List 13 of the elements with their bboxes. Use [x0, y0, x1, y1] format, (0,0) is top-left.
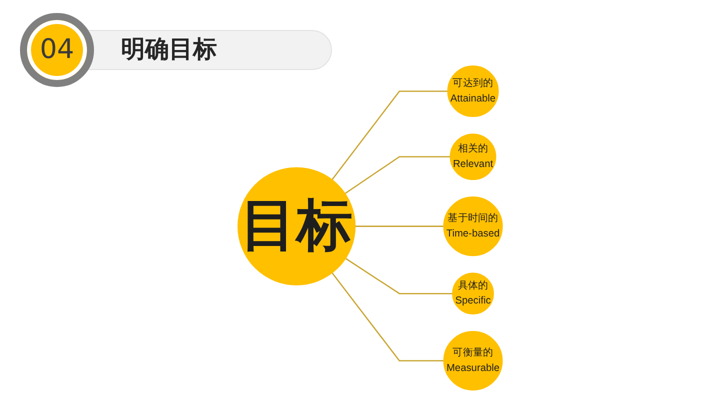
title: 明确目标	[121, 37, 217, 63]
connector	[331, 90, 448, 180]
connector	[354, 226, 444, 227]
connector	[344, 258, 452, 294]
node-circle: 相关的 Relevant	[450, 134, 496, 180]
node-circle: 可衡量的 Measurable	[443, 331, 503, 390]
node-circle: 目标	[237, 167, 356, 286]
node-circle: 具体的 Specific	[452, 272, 494, 315]
connector	[331, 272, 444, 362]
node-circle: 基于时间的 Time-based	[443, 196, 503, 256]
number-badge: 04	[20, 13, 94, 87]
node-circle: 可达到的 Attainable	[447, 66, 499, 118]
connector	[344, 156, 450, 194]
